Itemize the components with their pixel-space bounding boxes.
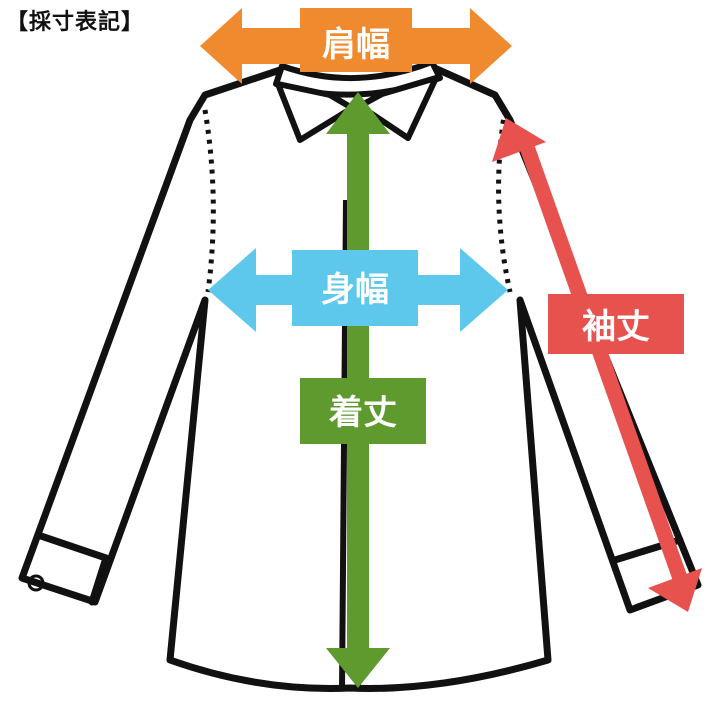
body-width-head-right (460, 248, 508, 332)
shoulder-width-arrow (200, 8, 512, 84)
body-width-label-box (292, 250, 418, 326)
length-head-top (326, 92, 390, 134)
body-width-label: 身幅 (321, 270, 389, 310)
sleeve-length-label-box (548, 294, 684, 354)
sleeve-length-head-bottom (648, 568, 702, 612)
length-label-box (300, 378, 426, 444)
sleeve-length-head-top (492, 118, 546, 162)
shoulder-width-head-right (470, 8, 512, 84)
left-armhole-seam (202, 109, 216, 293)
length-arrow (300, 92, 426, 688)
shoulder-width-head-left (200, 8, 242, 84)
left-cuff (34, 531, 110, 606)
shoulder-width-label-box (300, 8, 412, 72)
sleeve-length-arrow (492, 118, 702, 612)
sleeve-length-label: 袖丈 (582, 307, 650, 347)
diagram-heading: 【採寸表記】 (6, 10, 145, 35)
body-width-head-left (208, 248, 256, 332)
sleeve-length-shaft (520, 144, 688, 584)
body-width-arrow (208, 248, 508, 332)
shoulder-width-label: 肩幅 (322, 25, 390, 65)
length-head-bottom (326, 648, 390, 688)
length-label: 着丈 (328, 393, 397, 433)
shirt-body-outline (18, 62, 702, 692)
cuff-button (27, 574, 45, 592)
